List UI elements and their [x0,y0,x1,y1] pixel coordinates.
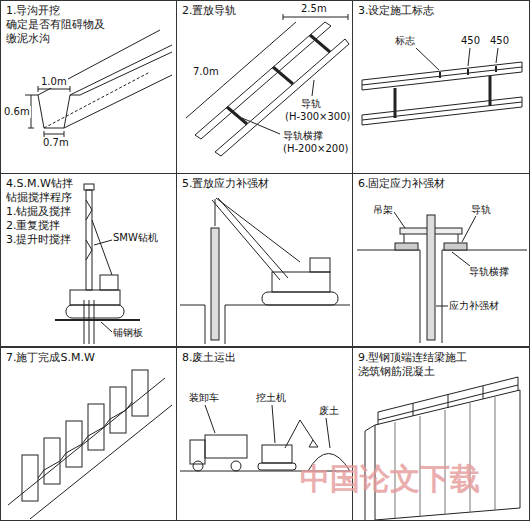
step-title: 7.施丁完成S.M.W [6,351,171,365]
part-label: 导轨 [300,98,322,110]
step-text: 确定是否有阻碍物及缴泥水沟 [6,18,106,46]
step-panel: 7.施丁完成S.M.W [0,347,177,521]
step-title: 4.S.M.W钻拌 [6,177,171,191]
dimension-label: 2.5m [300,3,328,15]
step-text: 2.重复搅拌 [6,219,171,233]
dimension-label: 0.6m [3,106,31,118]
step-title: 9.型钢顶端连结梁施工 [358,351,524,365]
part-label: SMW钻机 [112,232,159,244]
watermark: 中国论文下载 [300,462,480,496]
dimension-label: 450 [460,35,481,47]
step-text: 1.钻掘及搅拌 [6,205,171,219]
step-title: 1.导沟开挖 [6,4,171,18]
step-title: 8.废土运出 [182,351,347,365]
dimension-label: 450 [489,35,510,47]
step-title: 6.固定应力补强材 [358,177,524,191]
part-label: 标志 [394,35,416,47]
part-label: 导轨横撑 [282,130,324,142]
step-panel: 6.固定应力补强材 [352,173,530,347]
step-panel: 1.导沟开挖确定是否有阻碍物及缴泥水沟 [0,0,177,174]
part-label: 挖土机 [255,392,287,404]
step-title: 5.置放应力补强材 [182,177,347,191]
part-label: 导轨横撑 [468,266,510,278]
part-label: 应力补强材 [448,300,500,312]
dimension-label: 0.7m [42,137,70,149]
part-label: (H-300×300) [284,111,351,123]
part-label: (H-200×200) [282,143,349,155]
part-label: 导轨 [470,204,492,216]
step-text: 浇筑钢筋混凝土 [358,365,524,379]
part-label: 废土 [318,405,340,417]
part-label: 吊架 [372,204,394,216]
step-panel: 5.置放应力补强材 [176,173,353,347]
step-panel: 3.设定施工标志 [352,0,530,174]
step-title: 3.设定施工标志 [358,4,524,18]
dimension-label: 7.0m [192,66,220,78]
part-label: 装卸车 [188,392,220,404]
step-panel: 4.S.M.W钻拌钻掘搅拌程序1.钻掘及搅拌2.重复搅拌3.提升时搅拌 [0,173,177,347]
dimension-label: 1.0m [40,76,68,88]
step-text: 钻掘搅拌程序 [6,191,171,205]
part-label: 铺钢板 [112,327,144,339]
